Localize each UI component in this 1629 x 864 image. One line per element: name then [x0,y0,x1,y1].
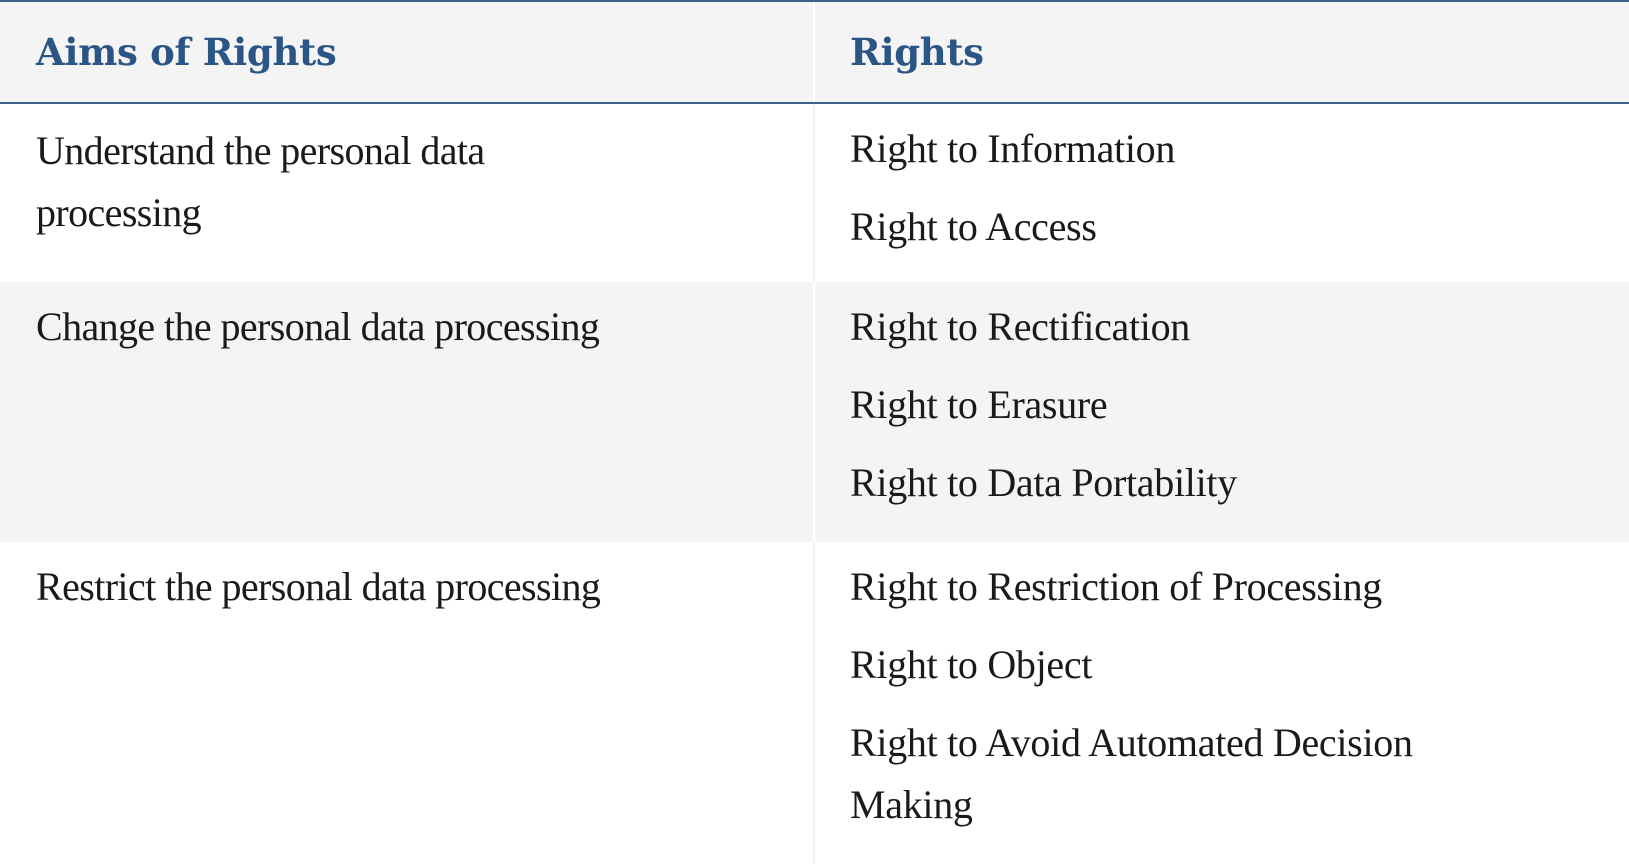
rights-list: Right to Rectification Right to Erasure … [850,296,1590,514]
aim-cell: Change the personal data processing [36,296,776,358]
header-cell-aims: Aims of Rights [36,2,776,102]
rights-list: Right to Restriction of Processing Right… [850,556,1530,836]
right-item: Right to Restriction of Processing [850,564,1382,609]
rights-cell: Right to Information Right to Access [850,118,1590,274]
column-divider [813,282,815,542]
header-rights-label: Rights [850,30,984,74]
right-item: Right to Access [850,204,1097,249]
aim-cell: Restrict the personal data processing [36,556,776,618]
aim-text: Restrict the personal data processing [36,564,601,609]
rights-cell: Right to Restriction of Processing Right… [850,556,1530,852]
right-item: Right to Avoid Automated Decision Making [850,720,1413,827]
column-divider [813,104,815,282]
right-item: Right to Object [850,642,1093,687]
right-item: Right to Erasure [850,382,1108,427]
column-divider [813,2,815,102]
aim-text: Change the personal data processing [36,304,600,349]
rights-list: Right to Information Right to Access [850,118,1590,258]
header-aims-label: Aims of Rights [36,30,337,74]
header-cell-rights: Rights [850,2,1590,102]
right-item: Right to Rectification [850,304,1191,349]
rights-cell: Right to Rectification Right to Erasure … [850,296,1590,530]
right-item: Right to Information [850,126,1176,171]
column-divider [813,542,815,864]
aim-cell: Understand the personal data processing [36,120,636,244]
right-item: Right to Data Portability [850,460,1237,505]
aim-text: Understand the personal data processing [36,128,485,235]
